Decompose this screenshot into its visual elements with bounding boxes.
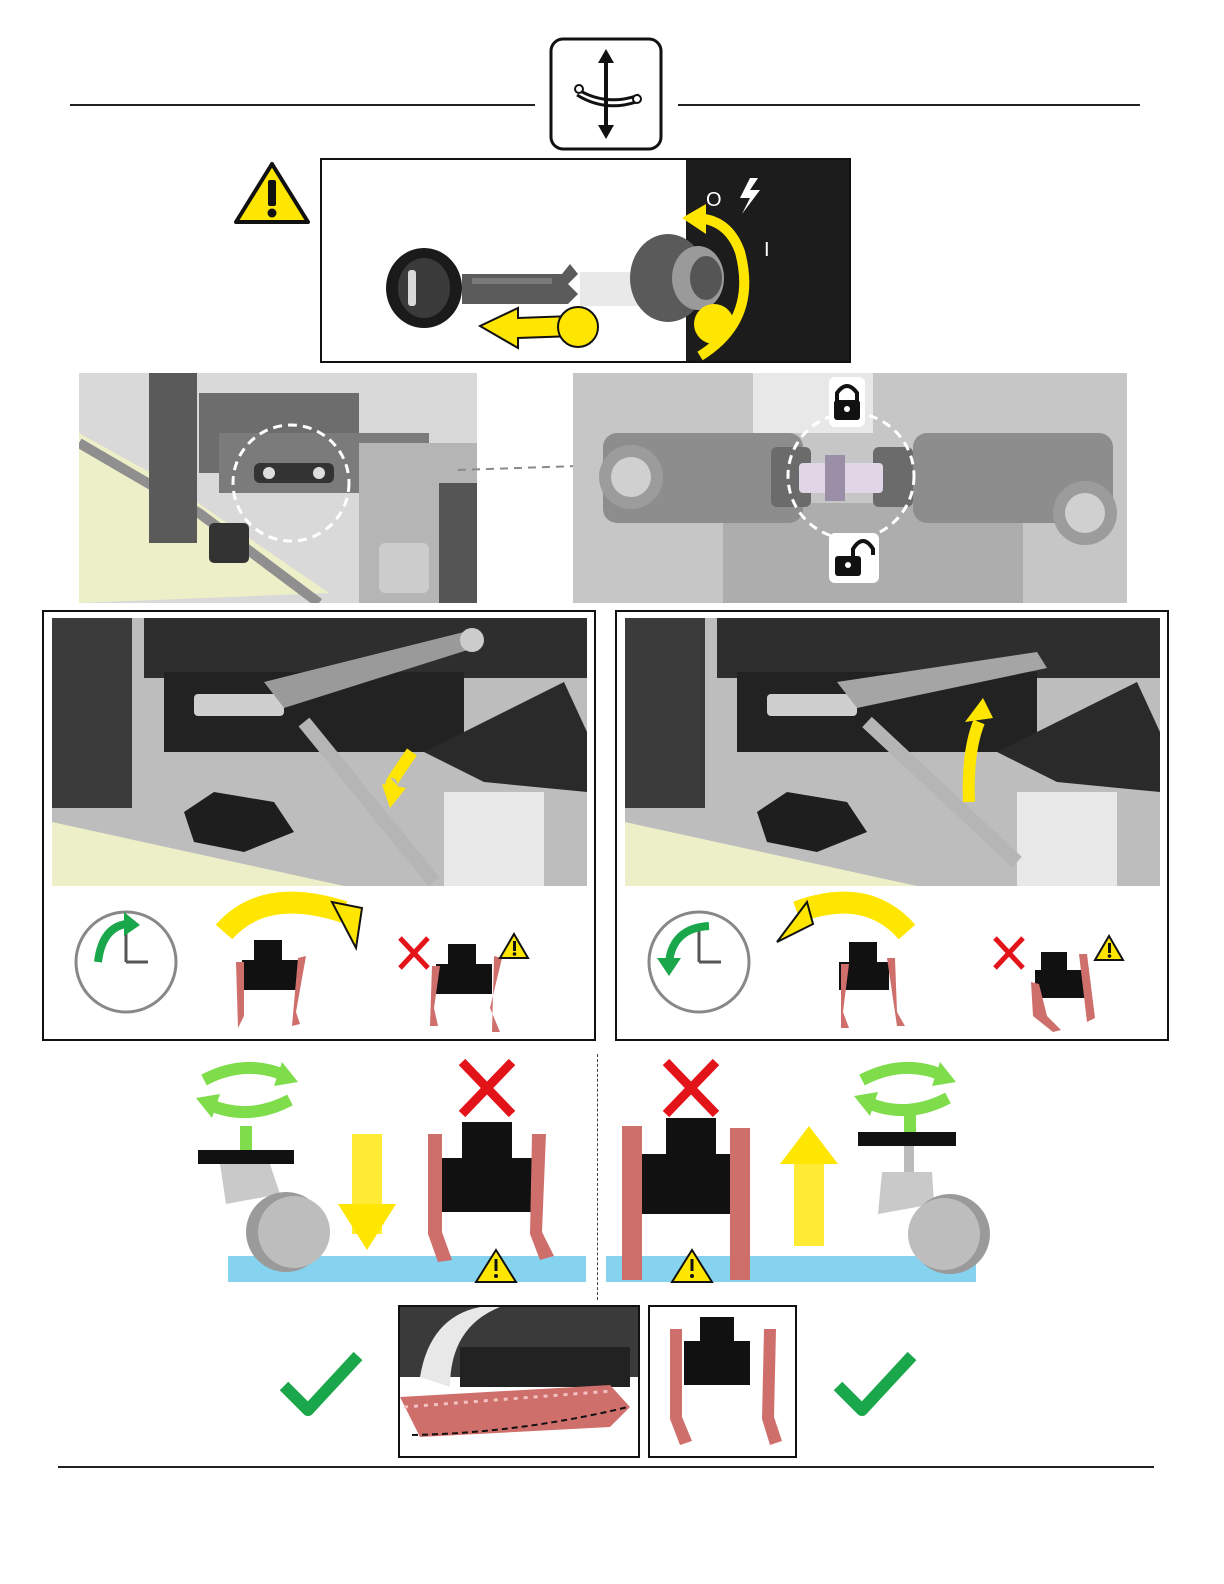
switch-off-label: O — [706, 189, 722, 211]
wheel-diagram-raise — [604, 1054, 994, 1294]
up-arrow-icon — [780, 1126, 838, 1246]
check-mark-icon — [832, 1348, 918, 1418]
squeegee-icon — [839, 942, 905, 1028]
check-mark-icon — [278, 1348, 364, 1418]
wrong-x-icon — [995, 938, 1023, 968]
header-rule-right — [678, 104, 1140, 106]
warning-triangle-icon — [232, 160, 312, 226]
link-adjuster-closeup-photo — [573, 373, 1127, 603]
rotate-arrows-icon — [854, 1062, 956, 1116]
wrong-x-icon — [666, 1062, 716, 1114]
adjust-panel-counterclockwise — [615, 610, 1169, 1041]
adjust-panel-clockwise — [42, 610, 596, 1041]
wrong-x-icon — [462, 1062, 512, 1114]
header-rule-left — [70, 104, 535, 106]
warning-triangle-icon — [500, 934, 528, 958]
warning-triangle-icon — [1095, 936, 1123, 960]
machine-photo-link-location — [79, 373, 477, 603]
squeegee-height-adjust-icon — [549, 37, 663, 151]
padlock-closed-icon — [829, 377, 865, 427]
down-arrow-icon — [338, 1134, 396, 1250]
switch-on-label: I — [764, 239, 770, 261]
key-removal-panel: O I — [320, 158, 851, 363]
callout-dashed-line — [458, 462, 578, 474]
squeegee-photo — [398, 1305, 640, 1458]
wheel-diagram-lower — [190, 1054, 595, 1294]
divider-dashed-line — [597, 1054, 600, 1300]
padlock-open-icon — [829, 533, 879, 583]
wrong-x-icon — [400, 938, 428, 968]
rotate-arrows-icon — [196, 1062, 298, 1118]
squeegee-correct-icon — [648, 1305, 797, 1458]
squeegee-icon — [236, 940, 306, 1028]
footer-rule — [58, 1466, 1154, 1468]
